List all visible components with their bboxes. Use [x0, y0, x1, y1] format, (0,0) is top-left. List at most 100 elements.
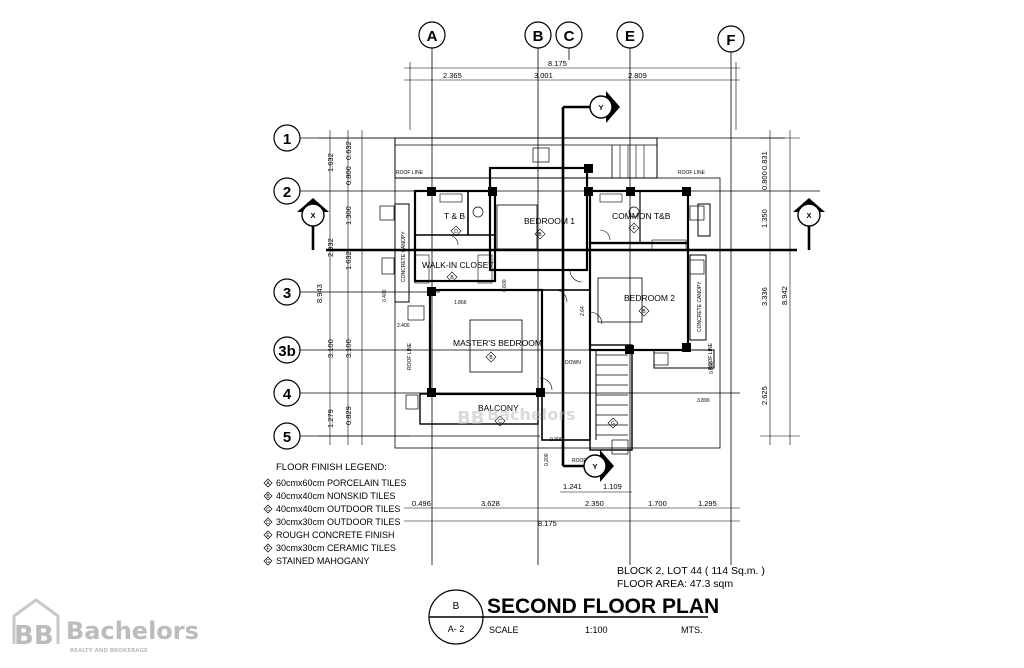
section-label: Y: [592, 462, 597, 471]
grid-columns: A B C E F: [418, 21, 745, 565]
finish-tag: B: [485, 351, 497, 363]
svg-text:B: B: [538, 232, 542, 238]
logo-text: Bachelors: [66, 617, 199, 645]
grid-bubble-1: 1: [273, 124, 301, 152]
svg-text:C: C: [498, 419, 502, 425]
floor-area-text: FLOOR AREA: 47.3 sqm: [617, 578, 733, 590]
lot-info: BLOCK 2, LOT 44 ( 114 Sq.m. ) FLOOR AREA…: [617, 565, 765, 590]
finish-tag: G: [607, 417, 619, 429]
canopy-label: CONCRETE CANOPY: [401, 231, 407, 282]
svg-text:STAINED MAHOGANY: STAINED MAHOGANY: [276, 556, 369, 566]
dim-small: 1.866: [454, 300, 467, 306]
dim-small: 0.400: [382, 289, 388, 302]
legend-item: C 40cmx40cm OUTDOOR TILES: [263, 504, 400, 514]
svg-text:30cmx30cm OUTDOOR TILES: 30cmx30cm OUTDOOR TILES: [276, 517, 400, 527]
section-label: Y: [598, 103, 603, 112]
logo-subtext: REALTY AND BROKERAGE: [70, 648, 148, 654]
dim-right-5: 8.942: [780, 286, 789, 305]
section-marker-y-bottom: Y: [583, 450, 614, 482]
svg-text:G: G: [266, 559, 270, 565]
brand-logo: BB Bachelors REALTY AND BROKERAGE: [12, 598, 199, 654]
legend-title: FLOOR FINISH LEGEND:: [276, 462, 387, 473]
room-label-master-bedroom: MASTER'S BEDROOM: [453, 338, 542, 348]
section-cuts: X X Y Y: [297, 91, 825, 482]
drawing-title: SECOND FLOOR PLAN: [487, 595, 719, 618]
grid-label: 4: [283, 386, 292, 403]
grid-label: 2: [283, 184, 291, 201]
svg-text:Bachelors: Bachelors: [487, 405, 576, 424]
dim-right-6: 2.625: [760, 386, 769, 405]
dim-top-total: 8.175: [548, 59, 567, 68]
logo-mark: BB: [14, 621, 54, 651]
dim-mid-4: 3.100: [344, 339, 353, 358]
room-label-bedroom-2: BEDROOM 2: [624, 293, 675, 303]
finish-tag: C: [494, 415, 506, 427]
dim-bottom-3: 2.350: [585, 499, 604, 508]
units-label: MTS.: [681, 625, 703, 635]
stair-down-label: DOWN: [565, 360, 581, 366]
svg-text:40cmx40cm OUTDOOR TILES: 40cmx40cm OUTDOOR TILES: [276, 504, 400, 514]
section-label: X: [806, 211, 811, 220]
svg-text:E: E: [266, 533, 270, 539]
dim-top-3: 2.809: [628, 71, 647, 80]
grid-label: 3b: [278, 343, 296, 360]
room-label-bedroom-1: BEDROOM 1: [524, 216, 575, 226]
svg-text:C: C: [266, 507, 270, 513]
walls: [379, 147, 715, 455]
dim-mid-2: 1.300: [344, 206, 353, 225]
title-bubble-letter: B: [453, 601, 460, 612]
finish-tag: F: [628, 222, 640, 234]
legend-item: G STAINED MAHOGANY: [263, 556, 369, 566]
canopy-label: CONCRETE CANOPY: [697, 281, 703, 332]
dim-left-4: 3.100: [326, 339, 335, 358]
room-label-tb: T & B: [444, 211, 465, 221]
lot-block-text: BLOCK 2, LOT 44 ( 114 Sq.m. ): [617, 565, 765, 577]
dim-right-3: 1.350: [760, 209, 769, 228]
svg-text:A: A: [266, 481, 270, 487]
svg-text:B: B: [489, 355, 493, 361]
grid-label: C: [564, 28, 575, 45]
section-label: X: [310, 211, 315, 220]
left-dimensions: 1.632 2.932 8.943 3.100 1.279 0.800 1.30…: [315, 130, 410, 445]
grid-bubble-c: C: [555, 21, 583, 49]
grid-rows: 1 2 3 3b 4 5: [273, 124, 820, 450]
dim-small: 3.890: [697, 398, 710, 404]
dim-bottom-inner-1: 1.241: [563, 482, 582, 491]
room-label-walkin-closet: WALK-IN CLOSET: [422, 260, 493, 270]
dim-small: 0.200: [544, 453, 550, 466]
section-marker-x-right: X: [793, 198, 825, 227]
grid-label: B: [533, 28, 544, 45]
svg-text:60cmx60cm PORCELAIN TILES: 60cmx60cm PORCELAIN TILES: [276, 478, 406, 488]
dim-bottom-1: 0.496: [412, 499, 431, 508]
dim-top-1: 2.365: [443, 71, 462, 80]
finish-tag: B: [446, 271, 458, 283]
finish-tags: D B F B B B C G: [446, 222, 650, 429]
title-bubble-sheet: A- 2: [448, 624, 465, 634]
svg-text:BB: BB: [457, 408, 484, 429]
dim-left-5: 1.279: [326, 409, 335, 428]
svg-text:B: B: [642, 309, 646, 315]
title-block: B A- 2 SECOND FLOOR PLAN SCALE 1:100 MTS…: [428, 589, 719, 645]
legend-item: A 60cmx60cm PORCELAIN TILES: [263, 478, 406, 488]
room-labels: T & B BEDROOM 1 COMMON T&B WALK-IN CLOSE…: [401, 211, 703, 413]
grid-label: 5: [283, 429, 291, 446]
finish-tag: B: [638, 305, 650, 317]
grid-bubble-f: F: [717, 25, 745, 53]
dim-left-1: 1.632: [326, 153, 335, 172]
grid-bubble-a: A: [418, 21, 446, 49]
dim-right-1: 0.831: [760, 151, 769, 170]
grid-bubble-3b: 3b: [273, 336, 301, 364]
grid-bubble-2: 2: [273, 177, 301, 205]
grid-bubble-4: 4: [273, 379, 301, 407]
dim-bottom-inner-2: 1.109: [603, 482, 622, 491]
roof-line-label: ROOF LINE: [678, 170, 706, 176]
roof-line-label: ROOF LINE: [396, 170, 424, 176]
dim-right-4: 3.336: [760, 287, 769, 306]
svg-text:D: D: [454, 229, 458, 235]
grid-bubble-b: B: [524, 21, 552, 49]
section-marker-y-top: Y: [589, 91, 620, 123]
grid-label: 1: [283, 131, 291, 148]
dim-right-2: 0.800: [760, 171, 769, 190]
